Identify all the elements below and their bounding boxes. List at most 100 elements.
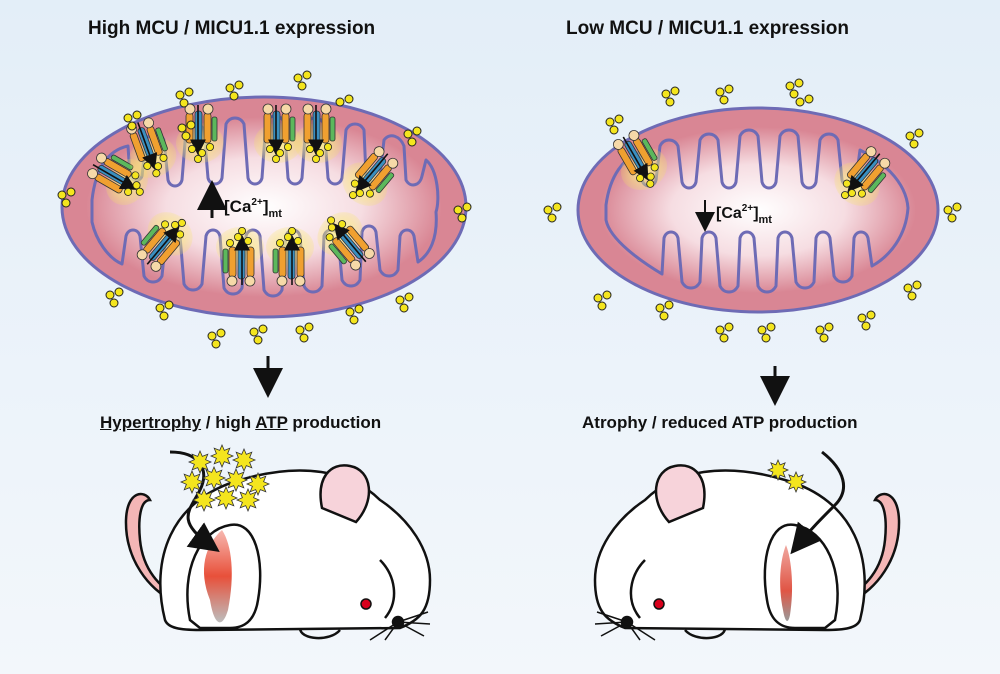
calcium-ion: [903, 283, 913, 293]
left-mouse: [124, 464, 432, 641]
atp-star: [245, 471, 271, 497]
atp-stars-left: [179, 443, 271, 513]
calcium-ion: [914, 128, 924, 138]
calcium-ion: [229, 91, 239, 101]
calcium-ion: [597, 301, 607, 311]
right-atrophied-muscle: [780, 545, 793, 622]
calcium-ion: [335, 97, 345, 107]
calcium-ion: [407, 137, 417, 147]
mcu-uniporter: [317, 212, 375, 271]
calcium-ion: [605, 117, 615, 127]
calcium-ion: [547, 213, 557, 223]
right-mitochondrion: [576, 106, 940, 314]
calcium-ion: [602, 290, 612, 300]
atp-star: [209, 443, 235, 469]
atp-star: [223, 467, 249, 493]
calcium-ion: [715, 325, 725, 335]
calcium-ion: [943, 205, 953, 215]
calcium-ion: [127, 121, 137, 131]
atp-star: [179, 469, 205, 495]
calcium-ion: [857, 313, 867, 323]
atp-star: [201, 465, 227, 491]
right-caption: Atrophy / reduced ATP production: [582, 413, 858, 432]
calcium-ion: [61, 198, 71, 208]
calcium-ion: [593, 293, 603, 303]
calcium-ion: [211, 339, 221, 349]
calcium-ion: [795, 97, 805, 107]
calcium-ion: [819, 333, 829, 343]
calcium-ion: [304, 322, 314, 332]
uniporter-complexes: [87, 103, 891, 287]
calcium-ion: [715, 87, 725, 97]
calcium-ion: [815, 325, 825, 335]
calcium-ion: [57, 190, 67, 200]
calcium-ion: [552, 202, 562, 212]
calcium-ion: [909, 139, 919, 149]
calcium-ion: [181, 131, 191, 141]
calcium-ion: [175, 90, 185, 100]
calcium-ion: [905, 131, 915, 141]
calcium-ion: [349, 315, 359, 325]
calcium-ion: [179, 98, 189, 108]
calcium-ion: [234, 80, 244, 90]
atp-star: [187, 449, 213, 475]
calcium-ion: [164, 300, 174, 310]
calcium-ion: [258, 324, 268, 334]
atp-stars-right: [766, 458, 808, 494]
calcium-ion: [543, 205, 553, 215]
left-caption: Hypertrophy / high ATP production: [100, 413, 381, 433]
calcium-ion: [354, 304, 364, 314]
calcium-ion: [105, 290, 115, 300]
mcu-uniporter: [254, 103, 302, 163]
mcu-uniporter: [342, 146, 399, 206]
atp-star: [235, 487, 261, 513]
calcium-ion: [785, 81, 795, 91]
calcium-ion: [184, 87, 194, 97]
calcium-ion: [724, 322, 734, 332]
calcium-ion: [761, 333, 771, 343]
calcium-ion: [399, 303, 409, 313]
calcium-ion: [664, 300, 674, 310]
left-hypertrophied-muscle: [203, 530, 232, 623]
calcium-ion: [655, 303, 665, 313]
atp-star: [784, 470, 808, 494]
right-mouse: [593, 464, 901, 641]
calcium-ion: [207, 331, 217, 341]
calcium-ion: [155, 303, 165, 313]
mcu-uniporter: [612, 130, 668, 190]
calcium-ion: [412, 126, 422, 136]
calcium-ion: [766, 322, 776, 332]
calcium-ion: [670, 86, 680, 96]
mcu-uniporter: [136, 212, 193, 272]
calcium-ion: [757, 325, 767, 335]
calcium-ion: [719, 333, 729, 343]
calcium-ion: [912, 280, 922, 290]
calcium-ion: [609, 125, 619, 135]
calcium-ion: [123, 113, 133, 123]
calcium-ion: [861, 321, 871, 331]
calcium-ion: [395, 295, 405, 305]
calcium-ion: [299, 333, 309, 343]
calcium-ion: [216, 328, 226, 338]
calcium-ion: [659, 311, 669, 321]
calcium-ion: [724, 84, 734, 94]
calcium-ion: [344, 94, 354, 104]
left-panel-title: High MCU / MICU1.1 expression: [88, 18, 376, 39]
calcium-ion: [719, 95, 729, 105]
calcium-ion: [109, 298, 119, 308]
atp-star: [213, 485, 239, 511]
calcium-ion: [789, 89, 799, 99]
calcium-ion-clusters: [57, 70, 962, 349]
atp-star: [191, 487, 217, 513]
calcium-ion: [794, 78, 804, 88]
calcium-ion: [824, 322, 834, 332]
right-curved-arrow: [790, 450, 845, 555]
calcium-ion: [302, 70, 312, 80]
calcium-ion: [804, 94, 814, 104]
calcium-ion: [453, 205, 463, 215]
calcium-ion: [403, 129, 413, 139]
calcium-ion: [866, 310, 876, 320]
calcium-ion: [614, 114, 624, 124]
calcium-ion: [159, 311, 169, 321]
